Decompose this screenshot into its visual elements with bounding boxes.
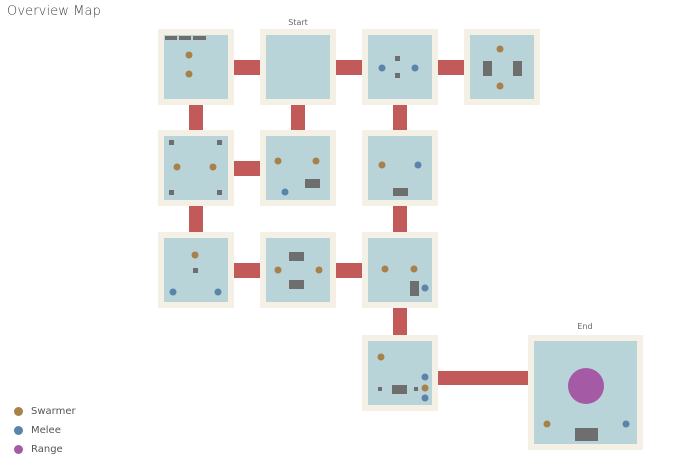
room xyxy=(362,232,438,308)
swarmer-marker xyxy=(378,161,386,169)
swarmer-marker xyxy=(377,353,385,361)
swarmer-marker xyxy=(312,157,320,165)
obstacle xyxy=(193,36,206,40)
melee-icon xyxy=(14,426,23,435)
corridor xyxy=(431,371,535,385)
obstacle xyxy=(217,190,222,195)
obstacle xyxy=(169,190,174,195)
corridor xyxy=(329,60,369,75)
melee-marker xyxy=(214,288,222,296)
corridors xyxy=(189,60,535,385)
obstacle xyxy=(217,140,222,145)
obstacle xyxy=(289,252,304,261)
range-marker xyxy=(568,368,604,404)
melee-marker xyxy=(414,161,422,169)
melee-marker xyxy=(411,64,419,72)
obstacle xyxy=(289,280,304,289)
end-label: End xyxy=(577,322,593,331)
obstacle xyxy=(410,281,419,296)
corridor xyxy=(227,263,267,278)
obstacle xyxy=(165,36,177,40)
swarmer-marker xyxy=(274,157,282,165)
melee-marker xyxy=(421,394,429,402)
legend-label: Range xyxy=(31,444,63,455)
swarmer-marker xyxy=(185,70,193,78)
legend: Swarmer Melee Range xyxy=(12,402,76,459)
obstacle xyxy=(179,36,191,40)
swarmer-icon xyxy=(14,407,23,416)
obstacle xyxy=(193,268,198,273)
melee-marker xyxy=(378,64,386,72)
corridor xyxy=(393,302,407,342)
range-enemies xyxy=(568,368,604,404)
corridor xyxy=(227,161,267,176)
obstacle xyxy=(305,179,320,188)
legend-label: Melee xyxy=(31,425,61,436)
obstacle xyxy=(513,61,522,76)
start-label: Start xyxy=(288,18,308,27)
obstacles xyxy=(165,36,598,441)
obstacle xyxy=(575,428,598,441)
obstacle xyxy=(483,61,492,76)
swarmer-marker xyxy=(209,163,217,171)
legend-item-melee: Melee xyxy=(12,421,76,440)
obstacle xyxy=(169,140,174,145)
obstacle xyxy=(395,73,400,78)
legend-label: Swarmer xyxy=(31,406,76,417)
swarmer-marker xyxy=(191,251,199,259)
room xyxy=(260,130,336,206)
swarmer-marker xyxy=(496,45,504,53)
corridor xyxy=(189,200,203,240)
swarmer-marker xyxy=(543,420,551,428)
melee-marker xyxy=(622,420,630,428)
melee-marker xyxy=(421,373,429,381)
swarmer-marker xyxy=(381,265,389,273)
obstacle xyxy=(392,385,407,394)
corridor xyxy=(189,98,203,136)
swarmer-marker xyxy=(315,266,323,274)
corridor xyxy=(291,98,305,136)
swarmer-marker xyxy=(421,384,429,392)
room-start xyxy=(260,29,336,105)
melee-marker xyxy=(421,284,429,292)
obstacle xyxy=(393,188,408,196)
melee-marker xyxy=(281,188,289,196)
melee-marker xyxy=(169,288,177,296)
room xyxy=(464,29,540,105)
legend-item-swarmer: Swarmer xyxy=(12,402,76,421)
corridor xyxy=(393,98,407,136)
obstacle xyxy=(378,387,382,391)
room xyxy=(362,29,438,105)
corridor xyxy=(227,60,267,75)
obstacle xyxy=(414,387,418,391)
swarmer-marker xyxy=(274,266,282,274)
corridor xyxy=(393,200,407,240)
melee-enemies xyxy=(169,64,630,428)
swarmer-enemies xyxy=(173,45,551,428)
swarmer-marker xyxy=(173,163,181,171)
corridor xyxy=(431,60,471,75)
swarmer-marker xyxy=(496,82,504,90)
swarmer-marker xyxy=(410,265,418,273)
room xyxy=(158,29,234,105)
legend-item-range: Range xyxy=(12,440,76,459)
page-title: Overview Map xyxy=(7,4,101,19)
swarmer-marker xyxy=(185,51,193,59)
range-icon xyxy=(14,445,23,454)
obstacle xyxy=(395,56,400,61)
corridor xyxy=(329,263,369,278)
